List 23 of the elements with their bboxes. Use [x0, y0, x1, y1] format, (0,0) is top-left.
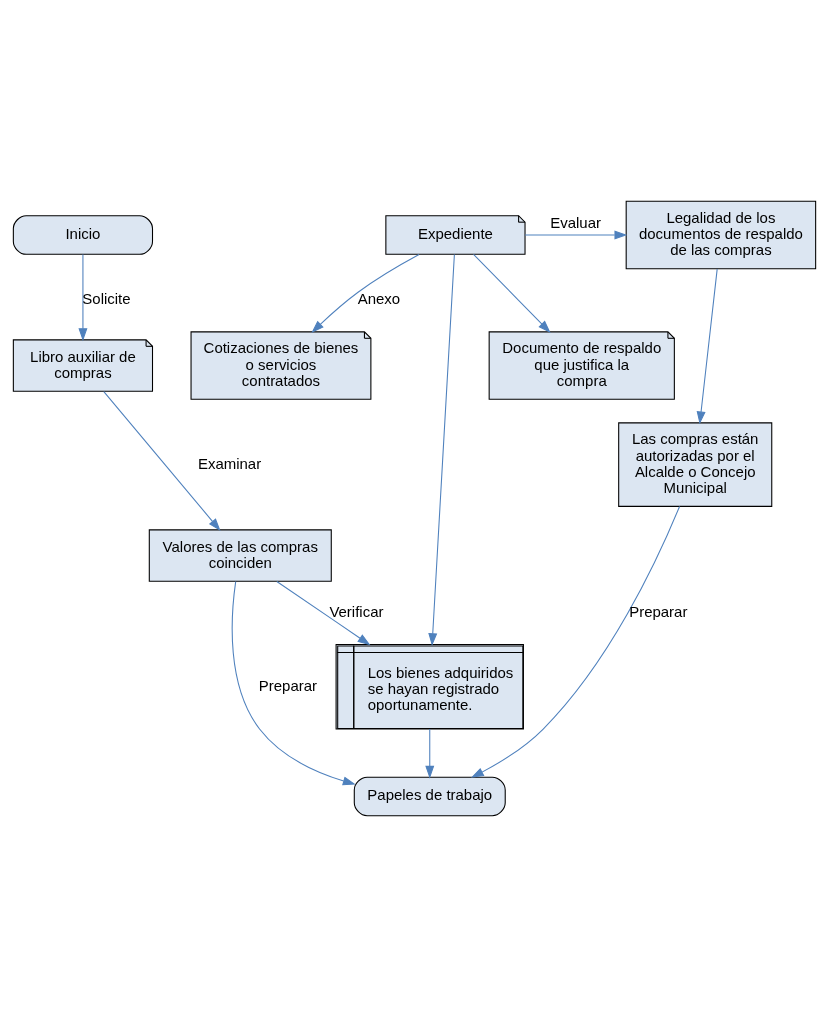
edge-label: Solicite — [81, 290, 131, 308]
edge-label: Verificar — [328, 602, 383, 620]
arrow — [524, 230, 627, 240]
arrow — [470, 505, 680, 778]
node-box: Legalidad de los documentos de respaldo de las compras — [625, 200, 816, 270]
node-box: Papeles de trabajo — [353, 776, 506, 817]
arrow — [424, 728, 434, 779]
arrow — [472, 253, 551, 333]
node-box: Inicio — [12, 215, 153, 255]
arrow — [427, 254, 455, 647]
arrow — [275, 581, 370, 646]
node-box: Valores de las compras coinciden — [148, 529, 332, 582]
node-box: Las compras están autorizadas por el Alcalde o Concejo Municipal — [617, 422, 772, 507]
edge-label: Preparar — [628, 602, 687, 620]
arrow — [77, 253, 87, 342]
arrow — [231, 581, 356, 786]
edge-label: Anexo — [357, 290, 400, 308]
arrow — [696, 268, 718, 425]
edge-label: Examinar — [197, 454, 261, 472]
arrow — [310, 253, 420, 333]
edge-label: Preparar — [258, 676, 317, 694]
edge-label: Evaluar — [549, 213, 601, 231]
arrow — [102, 391, 221, 532]
